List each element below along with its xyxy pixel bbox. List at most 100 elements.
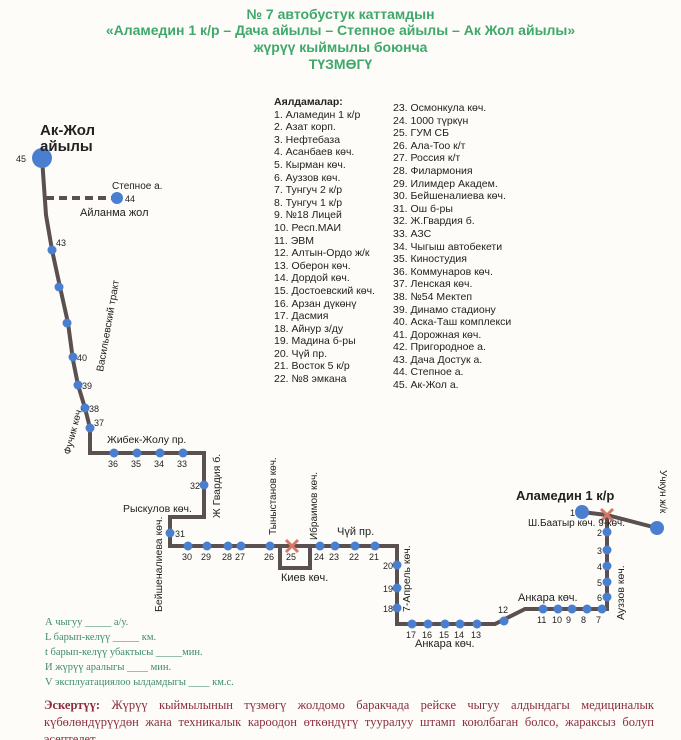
kiev-loop xyxy=(278,546,312,570)
stop-number-23: 23 xyxy=(329,552,339,562)
bus-stop-34 xyxy=(155,448,165,458)
bus-stop-43 xyxy=(47,245,57,255)
label-fuchik: Фучик көч. xyxy=(62,406,85,456)
stop-list-item: 15. Достоевский көч. xyxy=(274,284,375,297)
label-ak-jol: Ак-Жол xyxy=(40,122,95,139)
bus-stop-13 xyxy=(472,619,482,629)
stop-list-item: 5. Кырман көч. xyxy=(274,158,346,171)
stop-number-37: 37 xyxy=(94,418,104,428)
stop-list-item: 28. Филармония xyxy=(393,164,473,177)
bus-stop-33 xyxy=(178,448,188,458)
stop-list-item: 31. Ош б-ры xyxy=(393,202,453,215)
stop-list-item: 29. Илимдер Академ. xyxy=(393,177,498,190)
transfer-x-icon xyxy=(599,507,615,523)
stop-list-item: 25. ГУМ СБ xyxy=(393,127,450,140)
stop-number-9: 9 xyxy=(566,615,571,625)
bus-stop-32 xyxy=(199,480,209,490)
stop-number-18: 18 xyxy=(383,604,393,614)
stop-list-item: 6. Ауззов көч. xyxy=(274,171,341,184)
param-round-trip-time: t барып-келүү убактысы _____мин. xyxy=(45,647,203,658)
label-j-gvardia: Ж Гвардия б. xyxy=(211,454,223,518)
bus-stop-7 xyxy=(597,604,607,614)
bus-stop-37 xyxy=(85,423,95,433)
stop-list-item: 43. Дача Достук а. xyxy=(393,353,483,366)
stop-list-item: 24. 1000 түркүн xyxy=(393,114,469,127)
stop-list-item: 19. Мадина б-ры xyxy=(274,335,356,348)
bus-stop-17 xyxy=(407,619,417,629)
bus-stop-2 xyxy=(602,527,612,537)
stop-list-item: 33. АЗС xyxy=(393,227,432,240)
bus-stop-1 xyxy=(575,505,589,519)
bus-stop-14 xyxy=(455,619,465,629)
label-auezov: Ауззов көч. xyxy=(615,565,627,620)
stop-list-item: 36. Коммунаров көч. xyxy=(393,265,493,278)
label-ak-jol-2: айылы xyxy=(40,138,93,155)
stop-number-10: 10 xyxy=(552,615,562,625)
bus-stop-36 xyxy=(109,448,119,458)
stop-list-item: 16. Арзан дүкөнү xyxy=(274,297,357,310)
stop-list-item: 41. Дорожная көч. xyxy=(393,328,482,341)
label-ankara-1: Анкара көч. xyxy=(518,592,578,604)
stop-list-item: 26. Ала-Тоо к/т xyxy=(393,139,466,152)
stop-number-7: 7 xyxy=(596,615,601,625)
bus-stop-29 xyxy=(202,541,212,551)
note-label: Эскертүү: xyxy=(44,698,101,712)
bus-stop-31 xyxy=(165,528,175,538)
bus-stop-27 xyxy=(236,541,246,551)
stop-number-1: 1 xyxy=(570,508,575,518)
bus-stop-11 xyxy=(538,604,548,614)
title-line-3: жүрүү кыймылы боюнча xyxy=(253,39,428,55)
label-chui: Чүй пр. xyxy=(337,526,374,538)
label-ryskulov: Рыскулов көч. xyxy=(123,503,192,515)
stop-list-item: 3. Нефтебаза xyxy=(274,133,341,146)
stop-list-item: 11. ЭВМ xyxy=(274,234,315,247)
bus-stop-24 xyxy=(315,541,325,551)
param-speed: V эксплуатациялоо ылдамдыгы ____ км.с. xyxy=(45,677,234,688)
bus-stop-38 xyxy=(80,403,90,413)
stop-number-20: 20 xyxy=(383,561,393,571)
param-distance: L барып-келүү _____ км. xyxy=(45,632,157,643)
label-uchkun: Учкун ж/к xyxy=(657,470,668,514)
stop-number-28: 28 xyxy=(222,552,232,562)
stop-list-item: 22. №8 эмкана xyxy=(274,373,347,386)
stop-list-item: 38. №54 Мектеп xyxy=(393,290,473,303)
stop-number-6: 6 xyxy=(597,593,602,603)
bus-stop-6 xyxy=(602,592,612,602)
bus-stop-42 xyxy=(54,282,64,292)
stop-number-34: 34 xyxy=(154,459,164,469)
stop-list-item: 10. Респ.МАИ xyxy=(274,221,342,234)
label-jibek-jolu: Жибек-Жолу пр. xyxy=(107,434,186,446)
bus-stop-20 xyxy=(392,560,402,570)
bus-stop-41 xyxy=(62,318,72,328)
stop-number-12: 12 xyxy=(498,605,508,615)
title-line-4: ТҮЗМӨГҮ xyxy=(308,56,373,72)
stop-list-item: 40. Аска-Таш комплекси xyxy=(393,316,512,329)
stop-list-item: 18. Айнур з/ду xyxy=(274,322,344,335)
title-line-1: № 7 автобустук каттамдын xyxy=(246,6,435,22)
bus-stop-4 xyxy=(602,561,612,571)
stop-list-item: 9. №18 Лицей xyxy=(274,209,342,222)
stop-list-item: 14. Дордой көч. xyxy=(274,272,350,285)
stop-number-45: 45 xyxy=(16,154,26,164)
param-buses: А чыгуу _____ а/у. xyxy=(45,617,129,628)
stop-list-item: 37. Ленская көч. xyxy=(393,278,473,291)
bus-stop-8 xyxy=(582,604,592,614)
uchkun-terminal xyxy=(650,521,664,535)
stop-number-16: 16 xyxy=(422,630,432,640)
label-ankara-2: Анкара көч. xyxy=(415,638,475,650)
label-kiev: Киев көч. xyxy=(281,572,328,584)
stop-number-11: 11 xyxy=(537,615,546,625)
stop-number-22: 22 xyxy=(349,552,359,562)
label-beishenalieva: Бейшеналиева көч. xyxy=(153,517,165,612)
stop-list-item: 1. Аламедин 1 к/р xyxy=(274,108,361,121)
stop-number-3: 3 xyxy=(597,546,602,556)
stop-list-item: 27. Россия к/т xyxy=(393,152,461,165)
stop-number-32: 32 xyxy=(190,481,200,491)
stop-list-item: 44. Степное а. xyxy=(393,366,464,379)
stop-number-26: 26 xyxy=(264,552,274,562)
stop-number-30: 30 xyxy=(182,552,192,562)
stop-number-24: 24 xyxy=(314,552,324,562)
stop-list-item: 35. Киностудия xyxy=(393,253,467,266)
stop-number-2: 2 xyxy=(597,528,602,538)
